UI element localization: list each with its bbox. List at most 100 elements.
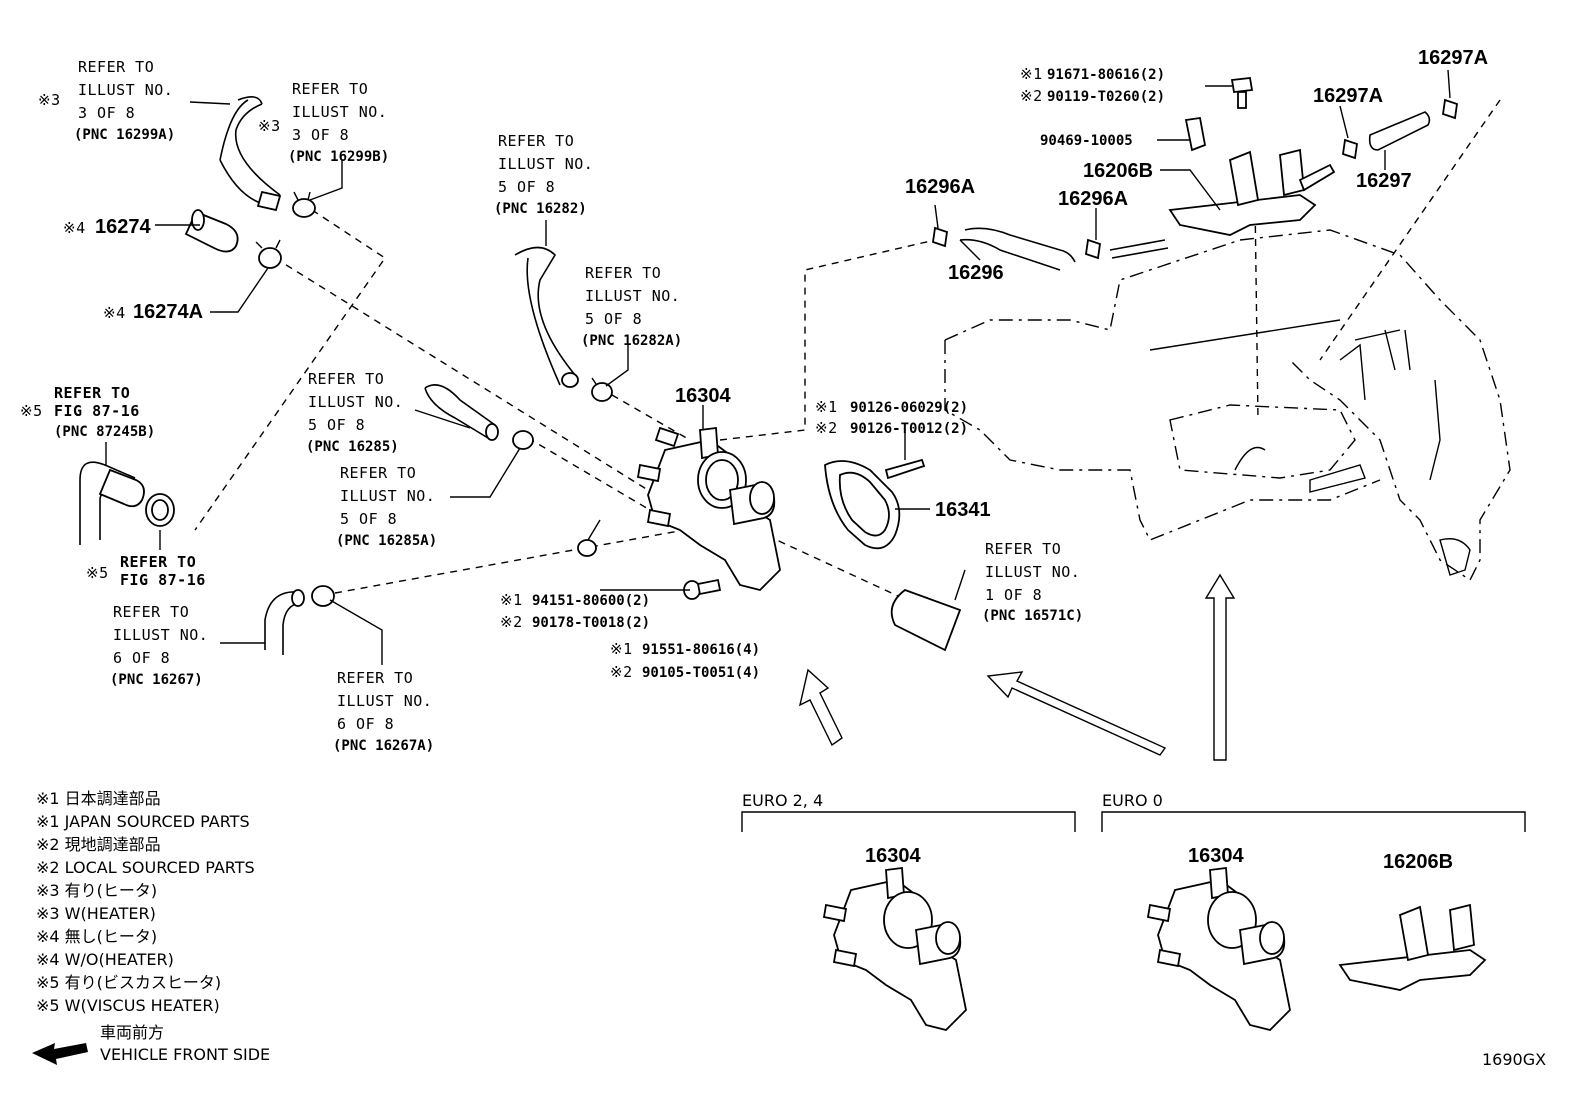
mark: ※1 (610, 640, 633, 658)
refer-line: 5 OF 8 (308, 416, 365, 434)
pnc-label: (PNC 16299B) (288, 149, 389, 165)
mark: ※5 (20, 402, 43, 420)
bolt-91551 (683, 578, 722, 600)
refer-label-87245B: ※5 REFER TO FIG 87-16 (PNC 87245B) (20, 384, 155, 440)
pnc-label: (PNC 87245B) (54, 424, 155, 440)
clamp-16267A (311, 585, 335, 607)
stud-90126 (884, 458, 926, 480)
hose-16282 (514, 246, 579, 388)
mark: ※1 (500, 591, 523, 609)
refer-line: ILLUST NO. (498, 155, 593, 173)
refer-line: REFER TO (113, 603, 189, 621)
engine-outline (944, 229, 1511, 582)
part-number-16206B: 16206B (1083, 160, 1153, 182)
refer-label-16267: REFER TO ILLUST NO. 6 OF 8 (PNC 16267) (110, 603, 208, 688)
variant-title: EURO 0 (1102, 791, 1163, 810)
mark: ※3 (38, 91, 61, 109)
refer-line: 5 OF 8 (585, 310, 642, 328)
legend-item: ※1 JAPAN SOURCED PARTS (36, 812, 250, 831)
guide-lines (194, 99, 1501, 621)
refer-line: ILLUST NO. (985, 563, 1080, 581)
diagram-code: 1690GX (1482, 1050, 1546, 1069)
part-number-16296: 16296 (948, 262, 1004, 284)
refer-label-16285A: REFER TO ILLUST NO. 5 OF 8 (PNC 16285A) (336, 464, 437, 549)
mark: ※2 (815, 419, 838, 437)
refer-line: 5 OF 8 (498, 178, 555, 196)
mark: ※1 (815, 398, 838, 416)
direction-arrows (798, 573, 1236, 761)
refer-line: ILLUST NO. (78, 81, 173, 99)
mark: ※2 (1020, 87, 1043, 105)
refer-line: REFER TO (308, 370, 384, 388)
hose-16297 (1342, 98, 1458, 160)
pnc-label: (PNC 16571C) (982, 608, 1083, 624)
refer-line: REFER TO (120, 553, 196, 571)
refer-line: REFER TO (78, 58, 154, 76)
pnc-label: (PNC 16299A) (74, 127, 175, 143)
legend-item: ※4 W/O(HEATER) (36, 950, 174, 969)
part-code: 90119-T0260(2) (1047, 89, 1165, 105)
part-code: 90126-T0012(2) (850, 421, 968, 437)
legend-item: ※2 現地調達部品 (36, 835, 161, 854)
refer-line: ILLUST NO. (113, 626, 208, 644)
front-label-jp: 車両前方 (100, 1023, 164, 1042)
refer-label-16282A: REFER TO ILLUST NO. 5 OF 8 (PNC 16282A) (581, 264, 682, 349)
part-number-16296A: 16296A (1058, 188, 1128, 210)
refer-line: ILLUST NO. (585, 287, 680, 305)
part-code: 91671-80616(2) (1047, 67, 1165, 83)
mark: ※3 (258, 117, 281, 135)
part-number-16304: 16304 (865, 845, 921, 867)
hose-16296 (932, 226, 1169, 271)
variant-title: EURO 2, 4 (742, 791, 823, 810)
pnc-label: (PNC 16282A) (581, 333, 682, 349)
bracket-16206B (1168, 148, 1336, 236)
water-inlet-16304 (822, 866, 967, 1031)
clamp-16282A (591, 377, 613, 402)
hose-16267 (264, 589, 305, 655)
pnc-label: (PNC 16282) (494, 201, 587, 217)
refer-label-16267A: REFER TO ILLUST NO. 6 OF 8 (PNC 16267A) (333, 669, 434, 754)
refer-line: 6 OF 8 (113, 649, 170, 667)
refer-line: ILLUST NO. (337, 692, 432, 710)
refer-label-16299A: ※3 REFER TO ILLUST NO. 3 OF 8 (PNC 16299… (38, 58, 175, 143)
bracket-16206B (1338, 903, 1487, 991)
mark: ※4 (63, 219, 86, 237)
part-number-labels: ※4 16274 ※4 16274A 16304 16341 16296A 16… (63, 47, 1488, 521)
refer-line: FIG 87-16 (120, 571, 206, 589)
refer-label-87-16: ※5 REFER TO FIG 87-16 (86, 553, 206, 589)
refer-line: REFER TO (292, 80, 368, 98)
hose-16299A (219, 96, 282, 212)
water-inlet-16304 (636, 426, 781, 591)
refer-line: REFER TO (585, 264, 661, 282)
hose-87245B (79, 461, 145, 545)
mark: ※4 (103, 304, 126, 322)
hose-16274 (184, 209, 239, 253)
part-number-90469: 90469-10005 (1040, 133, 1133, 149)
hose-16571C (890, 588, 962, 652)
legend-item: ※5 有り(ビスカスヒータ) (36, 973, 221, 992)
part-number-16274: 16274 (95, 216, 151, 238)
refer-label-16282: REFER TO ILLUST NO. 5 OF 8 (PNC 16282) (494, 132, 593, 217)
refer-line: REFER TO (985, 540, 1061, 558)
refer-label-16571C: REFER TO ILLUST NO. 1 OF 8 (PNC 16571C) (982, 540, 1083, 624)
part-number-16274A: 16274A (133, 301, 203, 323)
sourced-nut: ※1 94151-80600(2) ※2 90178-T0018(2) (500, 591, 650, 631)
refer-line: ILLUST NO. (308, 393, 403, 411)
part-number-16297A: 16297A (1418, 47, 1488, 69)
refer-line: ILLUST NO. (292, 103, 387, 121)
nut-94151 (577, 539, 597, 557)
gasket-16341 (824, 460, 901, 550)
part-number-16296A: 16296A (905, 176, 975, 198)
clamp-16299B (292, 191, 316, 218)
refer-line: REFER TO (340, 464, 416, 482)
part-number-16297: 16297 (1356, 170, 1412, 192)
legend-item: ※4 無し(ヒータ) (36, 927, 157, 946)
variant-euro-2-4: EURO 2, 4 16304 (741, 791, 1076, 1031)
refer-line: FIG 87-16 (54, 402, 140, 420)
vehicle-front-indicator: 車両前方 VEHICLE FRONT SIDE (32, 1023, 270, 1065)
part-code: 91551-80616(4) (642, 642, 760, 658)
sourced-bolt-top: ※1 91671-80616(2) ※2 90119-T0260(2) (1020, 65, 1165, 105)
variant-euro-0: EURO 0 16304 16206B (1101, 791, 1526, 1031)
part-code: 90105-T0051(4) (642, 665, 760, 681)
clamp-16285A (512, 430, 534, 450)
